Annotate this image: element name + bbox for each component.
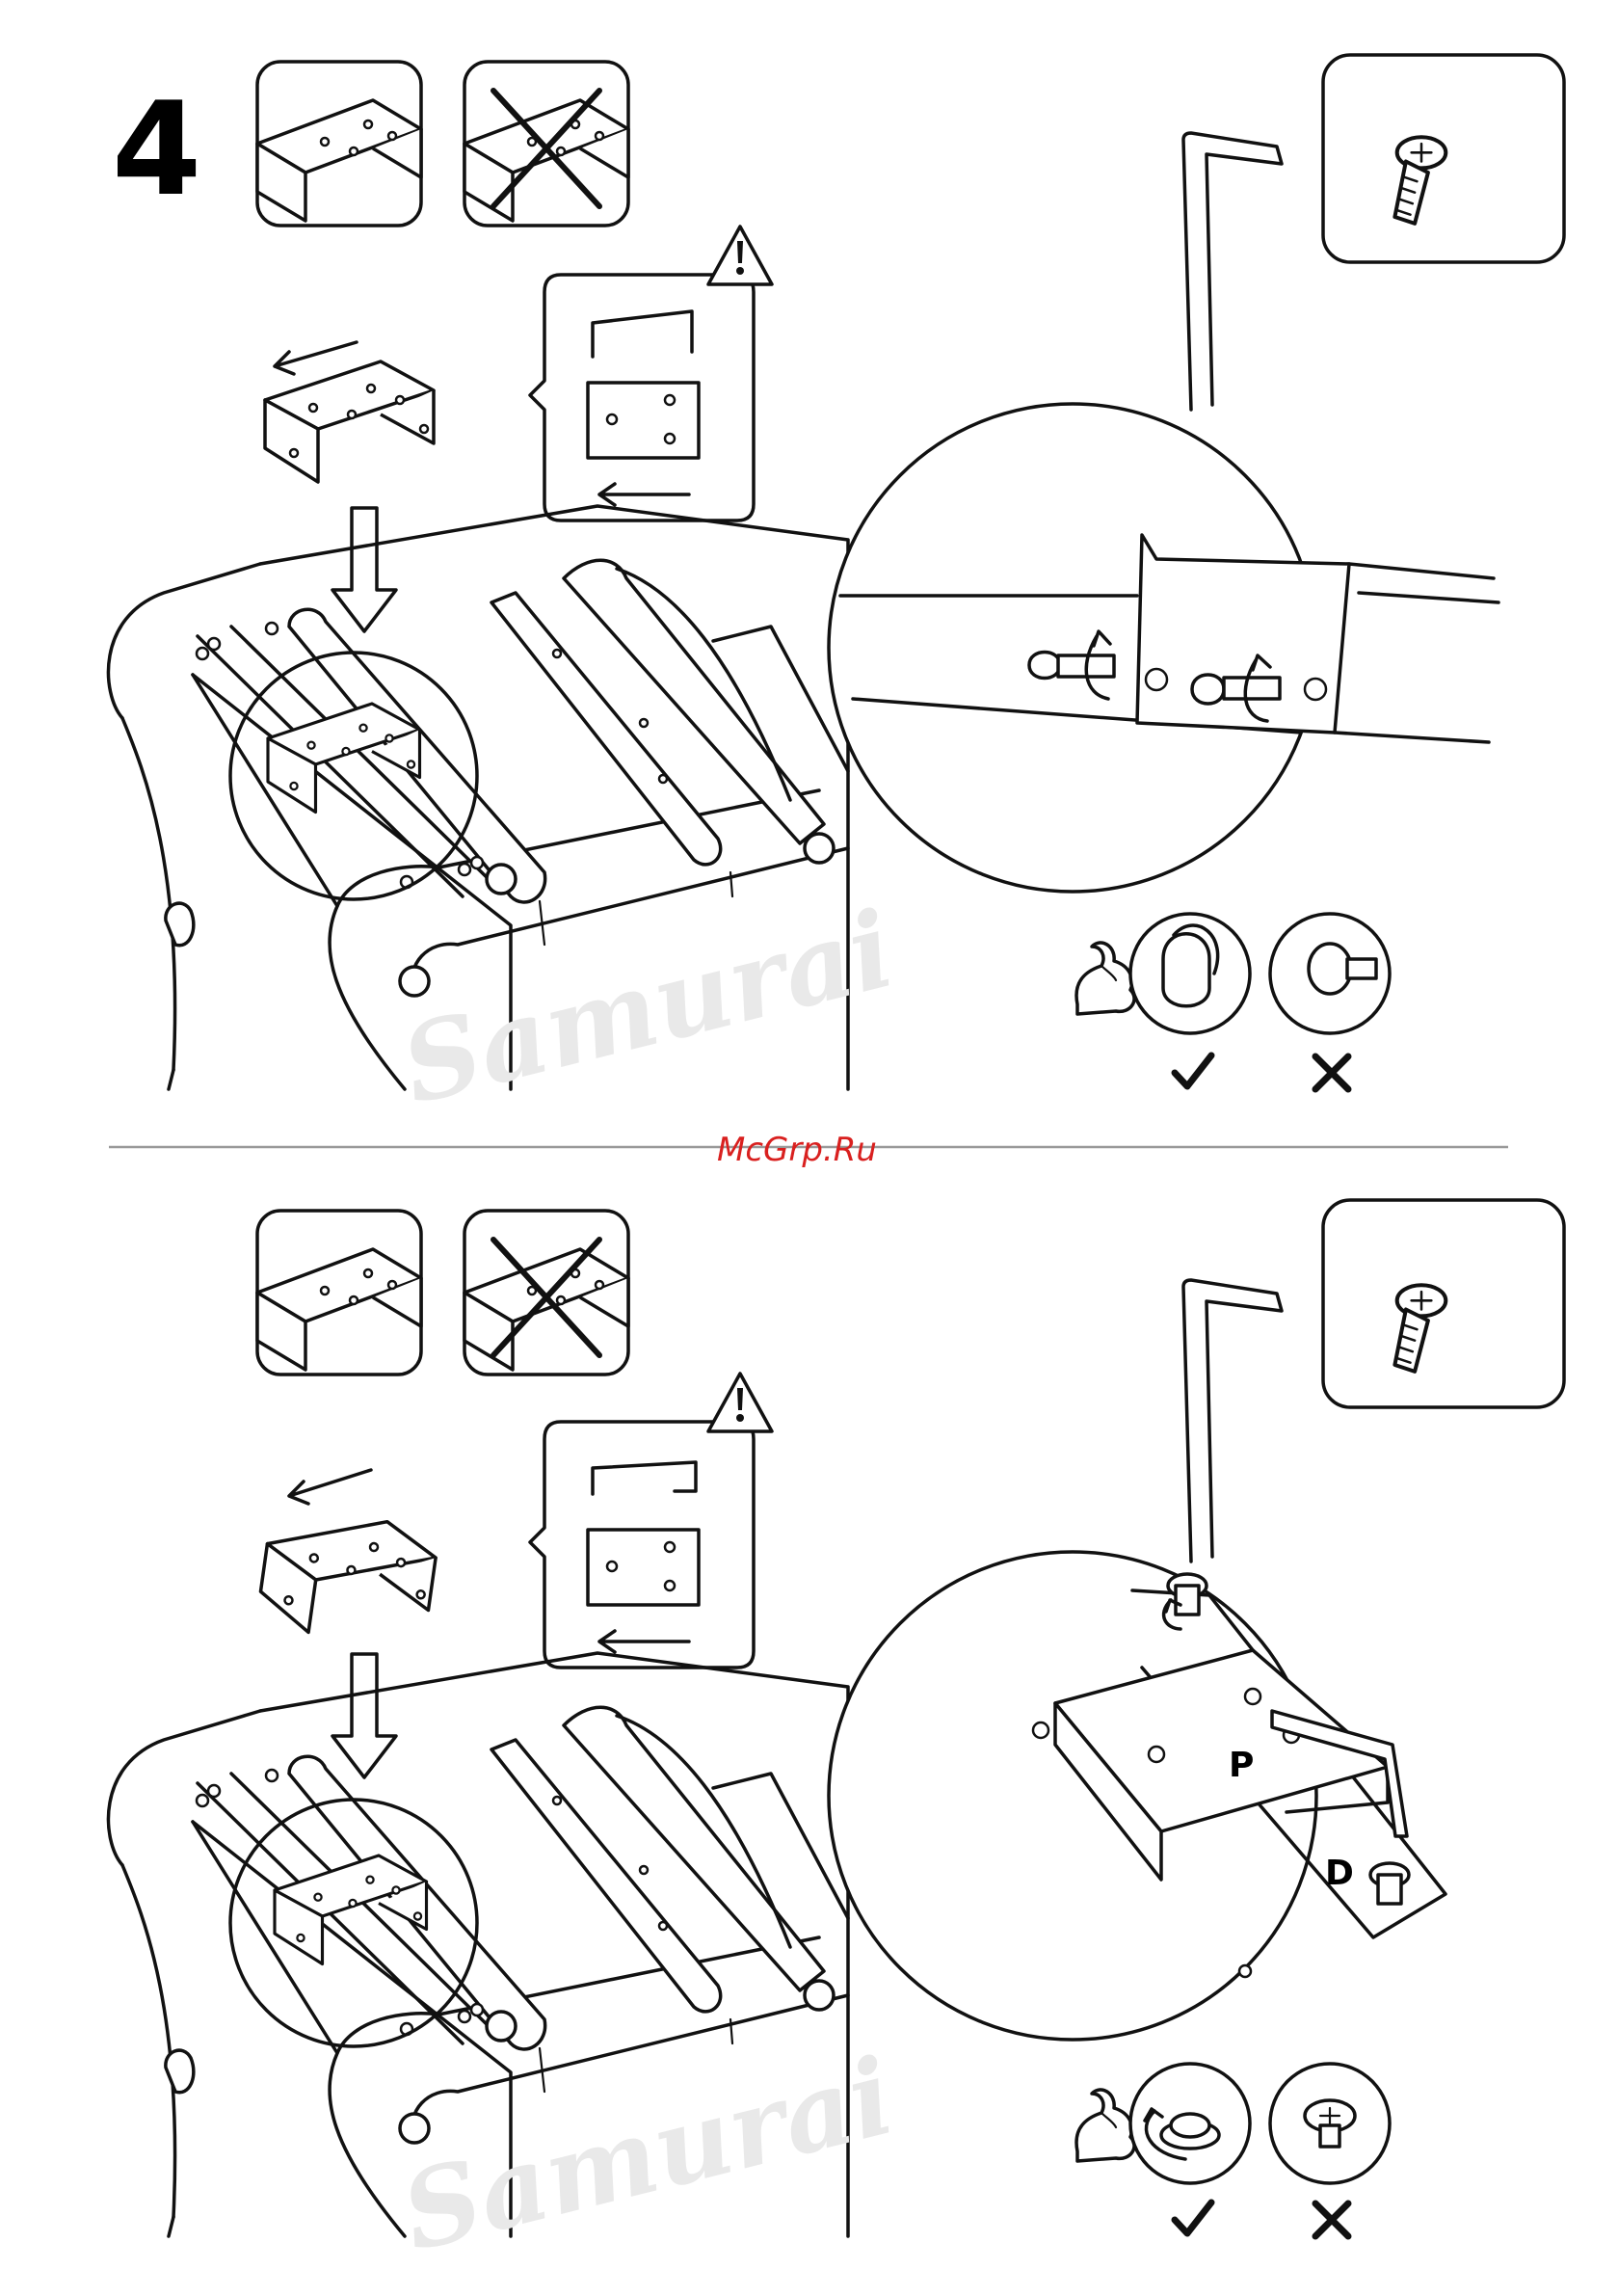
bracket-part (265, 361, 434, 482)
label-screw-d: D (1325, 1854, 1354, 1893)
incorrect-orientation-tile (464, 62, 628, 226)
down-arrow-icon (332, 508, 396, 631)
detail-zoom-circle: P D (829, 1552, 1446, 2040)
torque-hint (1076, 914, 1390, 1089)
check-icon (1175, 1055, 1211, 1086)
step-number: 4 (112, 74, 201, 225)
hex-key-icon (1183, 133, 1282, 410)
strength-arm-icon (1076, 943, 1134, 1014)
bracket-part (256, 1506, 440, 1648)
cross-icon (1315, 2203, 1348, 2236)
panel-top: 4 Samurai (108, 55, 1564, 1128)
slide-direction-arrow (275, 342, 357, 374)
incorrect-orientation-tile (464, 1211, 628, 1375)
slide-direction-arrow (289, 1470, 371, 1504)
label-bracket-p: P (1229, 1746, 1254, 1785)
correct-orientation-tile (257, 1211, 421, 1375)
warning-callout (530, 1374, 772, 1668)
screw-tile (1323, 55, 1564, 262)
detail-zoom-circle (829, 404, 1499, 892)
down-arrow-icon (332, 1654, 396, 1777)
strength-arm-icon (1076, 2090, 1134, 2161)
warning-callout (530, 227, 772, 521)
cross-icon (1315, 1056, 1348, 1089)
screw-tile (1323, 1200, 1564, 1407)
panel-bottom: Samurai P D (108, 1200, 1564, 2275)
brand-logo: Samurai (390, 887, 905, 1129)
correct-orientation-tile (257, 62, 421, 226)
watermark: McGrp.Ru (717, 1131, 877, 1169)
torque-hint (1076, 2064, 1390, 2236)
brand-logo: Samurai (390, 2034, 905, 2276)
hex-key-icon (1183, 1280, 1282, 1562)
check-icon (1175, 2203, 1211, 2233)
